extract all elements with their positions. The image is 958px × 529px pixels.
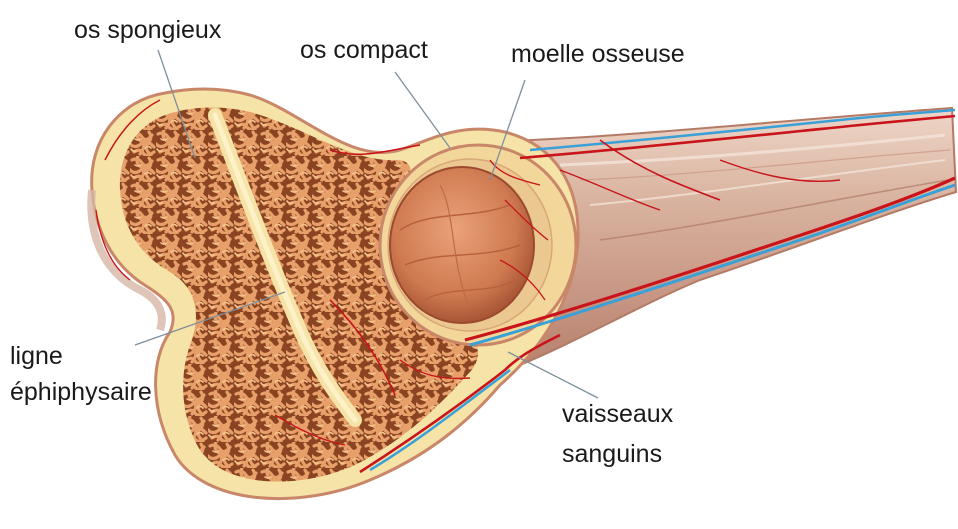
label-ligne-line2: éphiphysaire bbox=[10, 378, 152, 406]
label-os-compact: os compact bbox=[300, 36, 428, 64]
label-ligne-line1: ligne bbox=[10, 342, 63, 370]
leader-vaisseaux-sanguins bbox=[508, 352, 598, 398]
label-vaisseaux-line1: vaisseaux bbox=[562, 400, 674, 428]
label-vaisseaux-line2: sanguins bbox=[562, 440, 662, 468]
leader-os-compact bbox=[395, 72, 450, 148]
bone-marrow bbox=[390, 167, 534, 323]
bone-head bbox=[91, 89, 578, 498]
label-moelle-osseuse: moelle osseuse bbox=[511, 40, 685, 68]
label-os-spongieux: os spongieux bbox=[74, 16, 222, 44]
